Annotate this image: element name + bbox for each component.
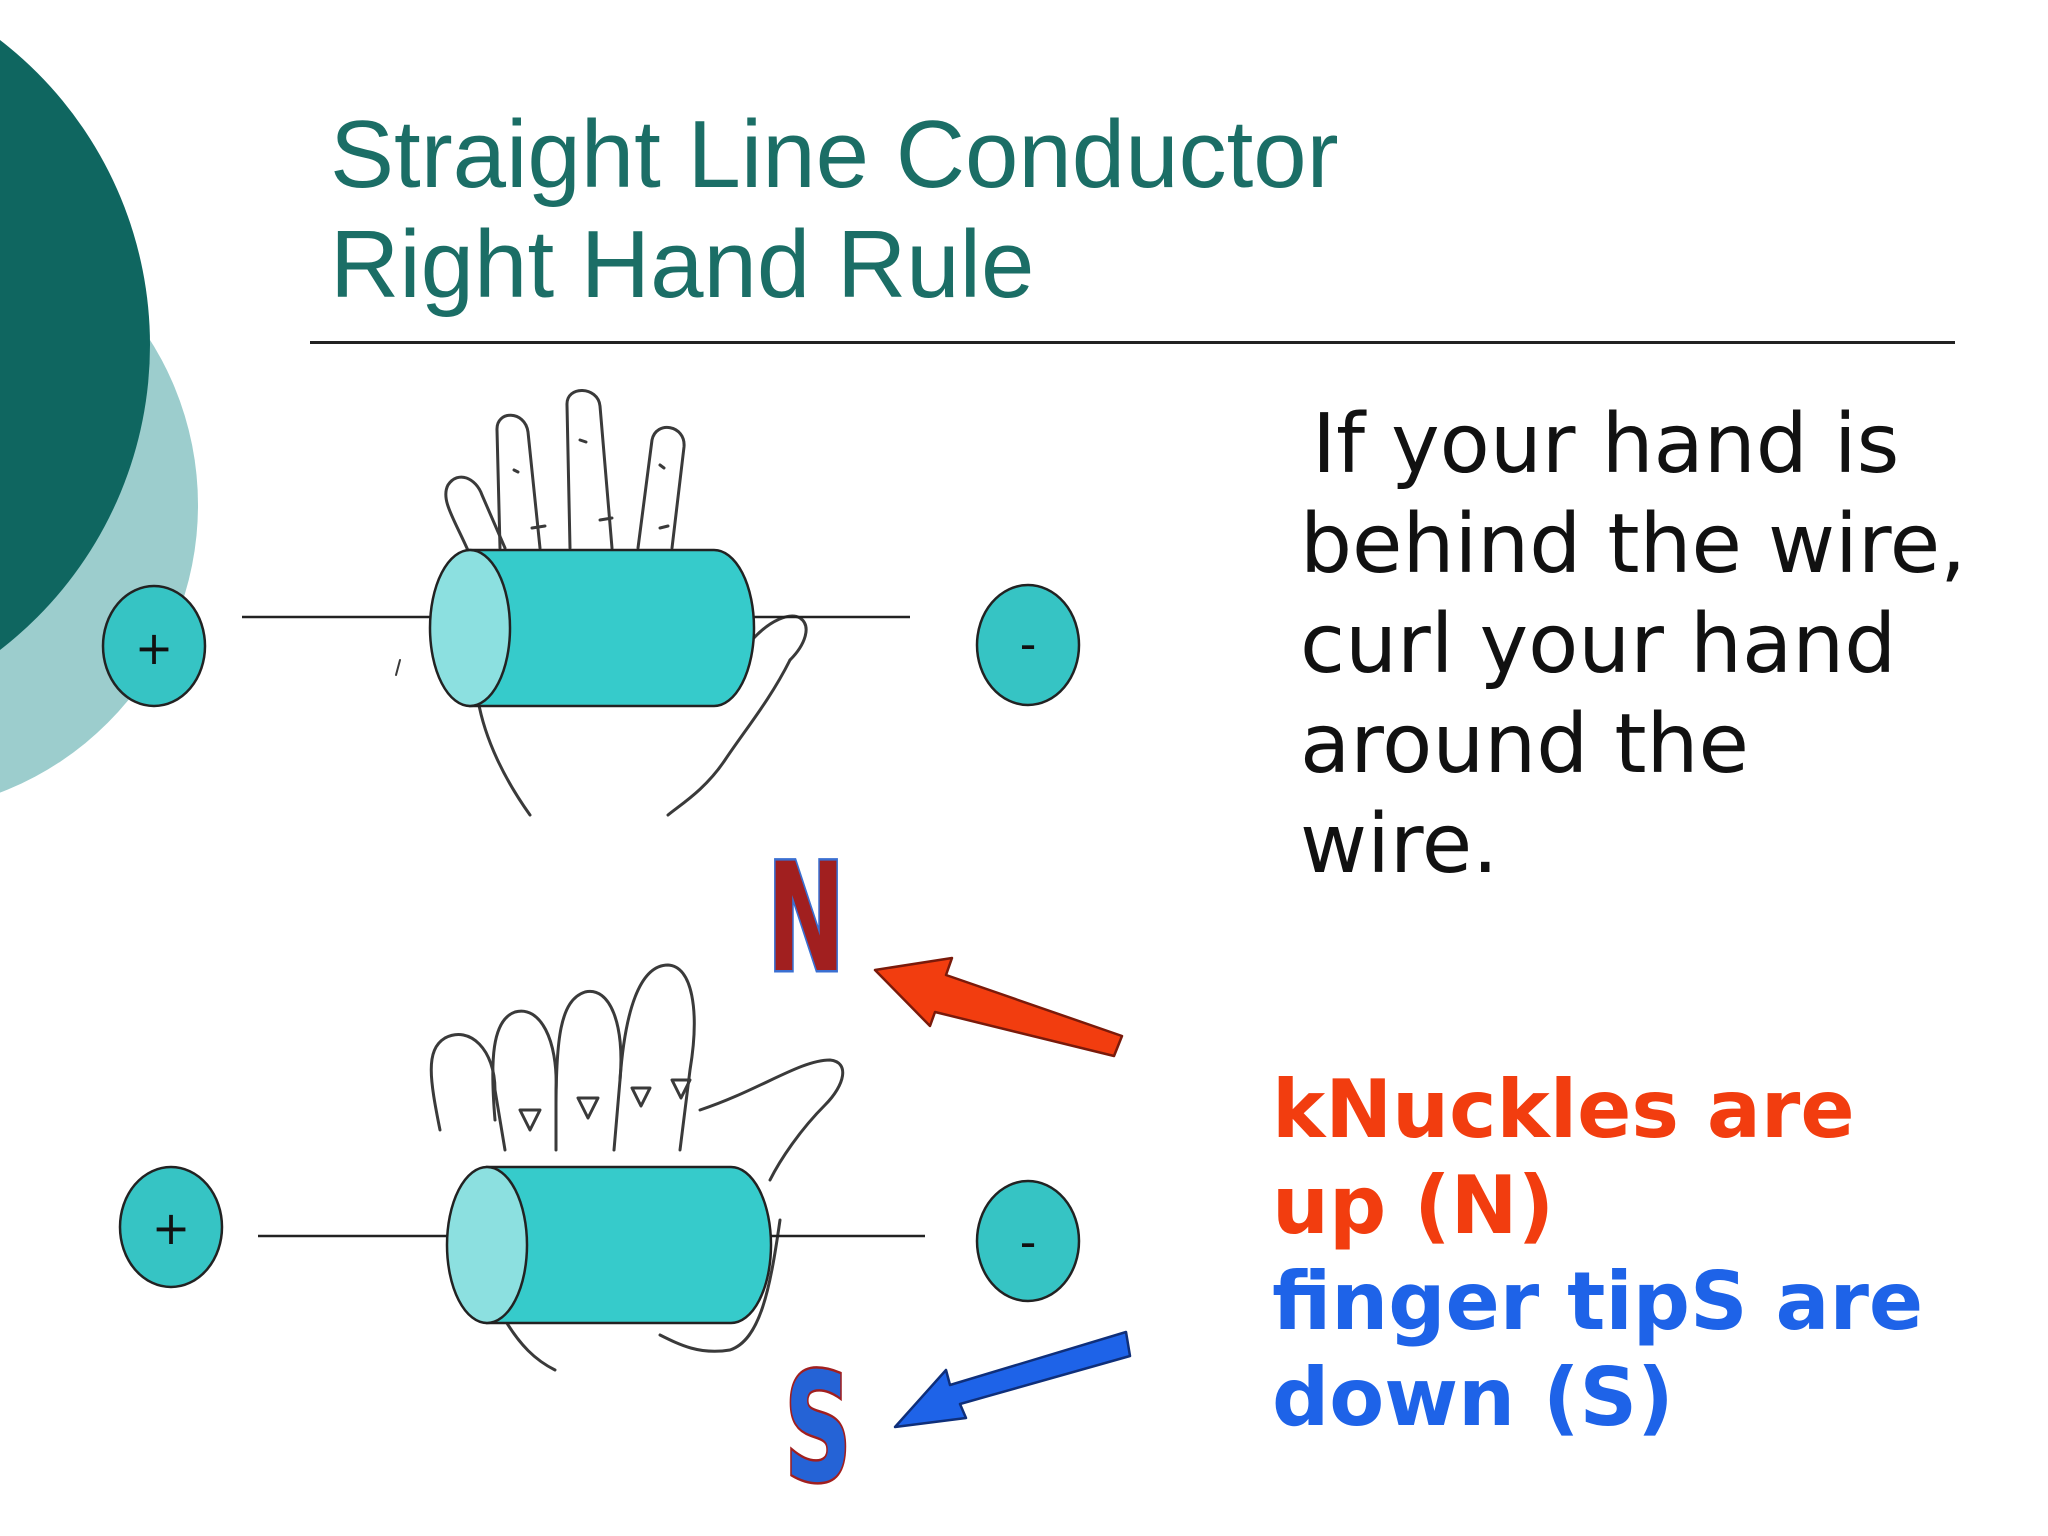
- bottom-conductor-cylinder: [445, 1165, 773, 1325]
- top-conductor-cylinder: [428, 548, 756, 708]
- north-pole-letter: N: [765, 830, 847, 1008]
- fingertips-line-1: finger tipS are: [1272, 1255, 1924, 1348]
- instruction-text: If your hand is behind the wire, curl yo…: [1300, 395, 2000, 895]
- bottom-positive-label: +: [152, 1201, 191, 1255]
- blue-arrow-to-south-icon: [893, 1330, 1132, 1429]
- dark-decorative-circle: [0, 40, 150, 650]
- top-hand-sketch-icon: [395, 389, 808, 817]
- south-letter: S: [785, 1342, 852, 1516]
- fingertips-line-2: down (S): [1272, 1351, 1674, 1444]
- top-negative-terminal: -: [975, 583, 1081, 707]
- title-divider: [310, 341, 1955, 344]
- title-line-1: Straight Line Conductor: [330, 101, 1339, 208]
- title-line-2: Right Hand Rule: [330, 211, 1035, 318]
- knuckles-line-2: up (N): [1272, 1159, 1555, 1252]
- red-arrow-to-north-icon: [873, 956, 1124, 1058]
- instruction-line-4: around the: [1300, 697, 1749, 792]
- slide-title: Straight Line Conductor Right Hand Rule: [330, 100, 1339, 320]
- instruction-line-5: wire.: [1300, 797, 1499, 892]
- knuckles-line-1: kNuckles are: [1272, 1063, 1855, 1156]
- bottom-negative-terminal: -: [975, 1179, 1081, 1303]
- top-diagram: + -: [101, 389, 1081, 817]
- bottom-negative-label: -: [1020, 1215, 1037, 1269]
- bottom-hand-sketch-icon: [429, 963, 845, 1372]
- top-negative-label: -: [1020, 617, 1037, 671]
- top-positive-label: +: [135, 621, 174, 675]
- instruction-line-3: curl your hand: [1300, 597, 1897, 692]
- north-letter: N: [767, 832, 845, 1006]
- instruction-line-1: If your hand is: [1312, 397, 1900, 492]
- bottom-diagram: + -: [118, 963, 1081, 1372]
- bottom-positive-terminal: +: [118, 1165, 224, 1289]
- instruction-line-2: behind the wire,: [1300, 497, 1967, 592]
- south-pole-letter: S: [783, 1340, 854, 1518]
- top-positive-terminal: +: [101, 584, 207, 708]
- pole-callout: kNuckles are up (N) finger tipS are down…: [1272, 1062, 2032, 1446]
